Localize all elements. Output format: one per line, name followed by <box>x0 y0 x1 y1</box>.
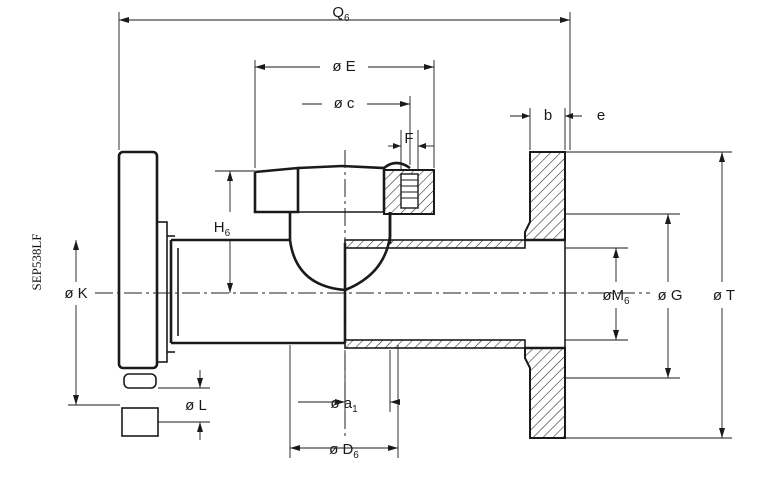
svg-text:ø D6: ø D6 <box>329 441 359 461</box>
dimension-a1: ø a1 <box>298 350 400 415</box>
svg-text:ø E: ø E <box>332 58 355 75</box>
svg-text:ø G: ø G <box>658 287 683 304</box>
svg-text:ø L: ø L <box>185 397 207 414</box>
dimension-c: ø c <box>302 95 411 165</box>
svg-text:øM6: øM6 <box>602 287 630 307</box>
svg-text:b: b <box>544 107 552 124</box>
dimension-f: F <box>388 130 434 170</box>
svg-text:ø c: ø c <box>334 95 355 112</box>
svg-text:Q6: Q6 <box>332 4 350 24</box>
dimension-l: ø L <box>158 370 210 440</box>
svg-text:ø T: ø T <box>713 287 735 304</box>
left-pipe <box>169 238 345 345</box>
right-pipe <box>344 238 566 350</box>
dimension-q6: Q6 <box>118 4 571 150</box>
right-flange <box>524 151 566 439</box>
dimension-h6: H6 <box>214 170 255 293</box>
dimension-k: ø K <box>64 240 120 406</box>
svg-text:ø a1: ø a1 <box>330 395 358 415</box>
svg-text:H6: H6 <box>214 219 231 239</box>
dimension-m6: øM6 <box>565 247 630 341</box>
dimension-b: b <box>510 107 582 150</box>
dimension-e-small: e <box>564 107 605 150</box>
svg-text:ø K: ø K <box>64 285 87 302</box>
dimension-d6: ø D6 <box>289 345 399 461</box>
svg-text:e: e <box>597 107 605 124</box>
dimension-e: ø E <box>254 58 435 168</box>
drawing-code: SEP538LF <box>29 233 44 290</box>
svg-text:F: F <box>404 130 413 147</box>
dimension-t: ø T <box>565 151 735 439</box>
dimension-g: ø G <box>565 213 683 379</box>
left-flange <box>117 150 175 437</box>
